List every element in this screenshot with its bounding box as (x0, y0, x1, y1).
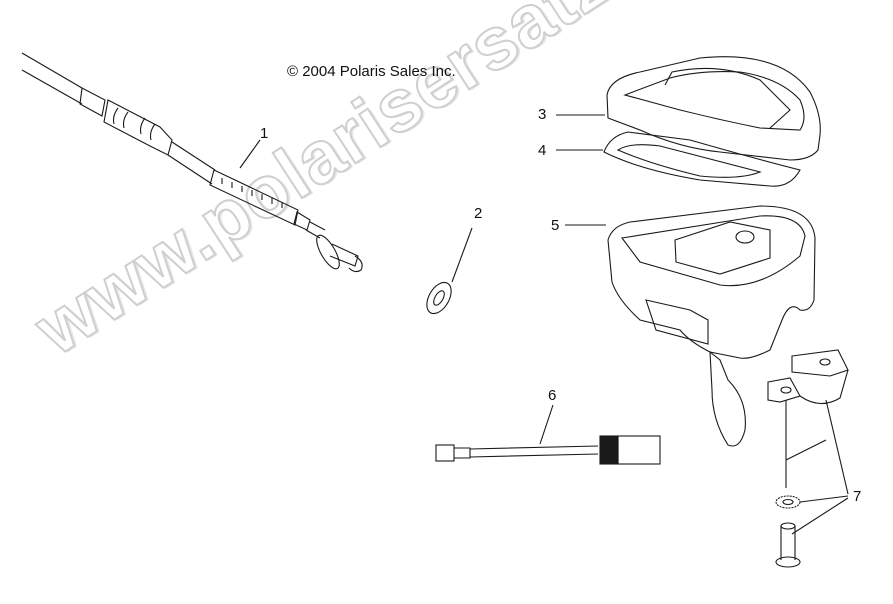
callout-3[interactable]: 3 (538, 106, 547, 123)
throttle-cover-part[interactable] (606, 56, 821, 161)
callout-leader-1 (239, 139, 261, 169)
callout-2[interactable]: 2 (474, 205, 483, 222)
callout-6[interactable]: 6 (548, 387, 557, 404)
callout-leader-6 (539, 404, 554, 445)
callout-4[interactable]: 4 (538, 142, 547, 159)
callout-5[interactable]: 5 (551, 217, 560, 234)
cover-gasket-part[interactable] (603, 131, 801, 187)
lockwasher-part[interactable] (775, 495, 801, 509)
washer-part[interactable] (422, 278, 456, 317)
callout-1[interactable]: 1 (260, 125, 269, 142)
screw-part[interactable] (775, 522, 801, 568)
callout-leader-2 (451, 227, 473, 283)
callout-7[interactable]: 7 (853, 488, 862, 505)
throttle-housing-part[interactable] (607, 205, 816, 447)
callout-leader-7 (785, 399, 849, 535)
clamp-part[interactable] (767, 349, 849, 405)
cable-part[interactable] (21, 52, 363, 273)
copyright-text: © 2004 Polaris Sales Inc. (287, 63, 456, 80)
wire-harness-part[interactable] (435, 435, 661, 465)
